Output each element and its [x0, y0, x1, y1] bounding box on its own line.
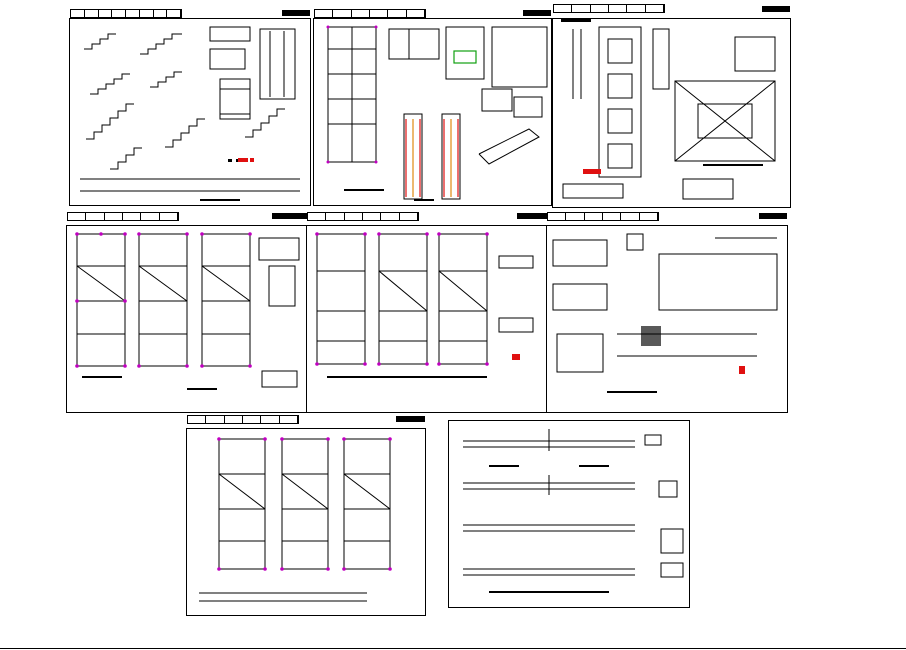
plan-drawing	[326, 25, 548, 201]
sheet-beam-reinforcement[interactable]	[448, 420, 690, 608]
beam-drawing	[463, 429, 684, 593]
sheet-tank-and-sections[interactable]	[546, 212, 788, 413]
title-block	[553, 4, 665, 13]
sheet-stairs-details[interactable]	[69, 9, 311, 206]
title-block-tag	[272, 213, 307, 219]
stairs-drawing	[80, 26, 300, 201]
title-block	[67, 212, 179, 221]
sheet-structural-plans-b[interactable]	[306, 212, 548, 413]
foundation-drawing	[561, 19, 776, 200]
title-block-tag	[517, 213, 547, 219]
sheet-ground-floor-architecture[interactable]	[313, 9, 552, 206]
title-block	[314, 9, 426, 18]
structural-plan-a	[75, 232, 300, 390]
sheet-structural-plans-a[interactable]	[66, 212, 308, 413]
title-block-tag	[396, 416, 425, 422]
sheet-foundation-and-roof[interactable]	[552, 4, 791, 208]
title-block	[307, 212, 419, 221]
title-block	[70, 9, 182, 18]
tank-drawing	[552, 233, 778, 393]
title-block	[187, 415, 299, 424]
title-block-tag	[282, 10, 310, 16]
title-block-tag	[523, 10, 551, 16]
structural-plan-b	[315, 232, 534, 378]
title-block	[547, 212, 659, 221]
structural-plan-c	[199, 437, 392, 602]
title-block-tag	[762, 6, 790, 12]
title-block-tag	[759, 213, 787, 219]
sheet-bottom-line	[0, 648, 906, 649]
sheet-structural-plans-c[interactable]	[186, 415, 426, 616]
